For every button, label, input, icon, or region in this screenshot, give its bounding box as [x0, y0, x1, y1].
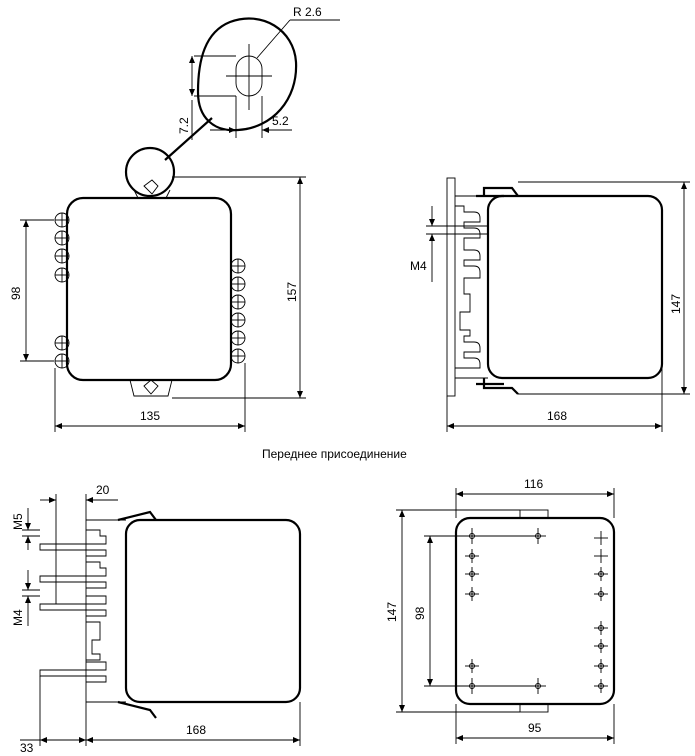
slot-width-label: 5.2 — [272, 114, 289, 128]
front-body — [65, 196, 233, 382]
detail-balloon — [196, 17, 298, 132]
slot-height-label: 7.2 — [177, 117, 191, 134]
front-height-label: 157 — [285, 282, 299, 302]
side-terminal-profile — [455, 205, 481, 369]
front-left-terminals — [54, 212, 70, 369]
rear-thread-bottom-label: M4 — [11, 609, 25, 626]
mount-circle — [124, 146, 176, 198]
bottom-spacing-label: 98 — [413, 606, 427, 620]
front-view: R 2.6 7.2 5.2 — [9, 5, 340, 432]
side-view: M4 147 168 — [410, 177, 690, 432]
bottom-width-label: 116 — [524, 477, 543, 491]
front-spacing-label: 98 — [9, 286, 23, 300]
rear-depth-label: 168 — [186, 723, 206, 737]
terminal-marks — [465, 531, 608, 693]
mounting-view: 116 147 98 95 — [385, 477, 616, 744]
front-right-terminals — [230, 258, 246, 364]
bottom-inner-width-label: 95 — [528, 721, 542, 735]
side-thread-label: M4 — [410, 259, 427, 273]
rear-body — [124, 518, 302, 704]
rear-studs — [39, 529, 107, 683]
side-height-label: 147 — [669, 294, 683, 314]
rear-offset-label: 20 — [96, 483, 110, 497]
side-body — [486, 194, 664, 380]
side-depth-label: 168 — [547, 409, 567, 423]
mounting-body — [454, 516, 616, 706]
radius-label: R 2.6 — [293, 5, 322, 19]
rear-view: 20 M5 M4 33 168 — [11, 483, 302, 755]
caption: Переднее присоединение — [262, 447, 407, 461]
rear-thread-top-label: M5 — [11, 513, 25, 530]
front-width-label: 135 — [140, 409, 160, 423]
bottom-height-label: 147 — [385, 602, 399, 622]
mounting-holes — [464, 528, 546, 694]
rear-left-label: 33 — [20, 741, 34, 755]
